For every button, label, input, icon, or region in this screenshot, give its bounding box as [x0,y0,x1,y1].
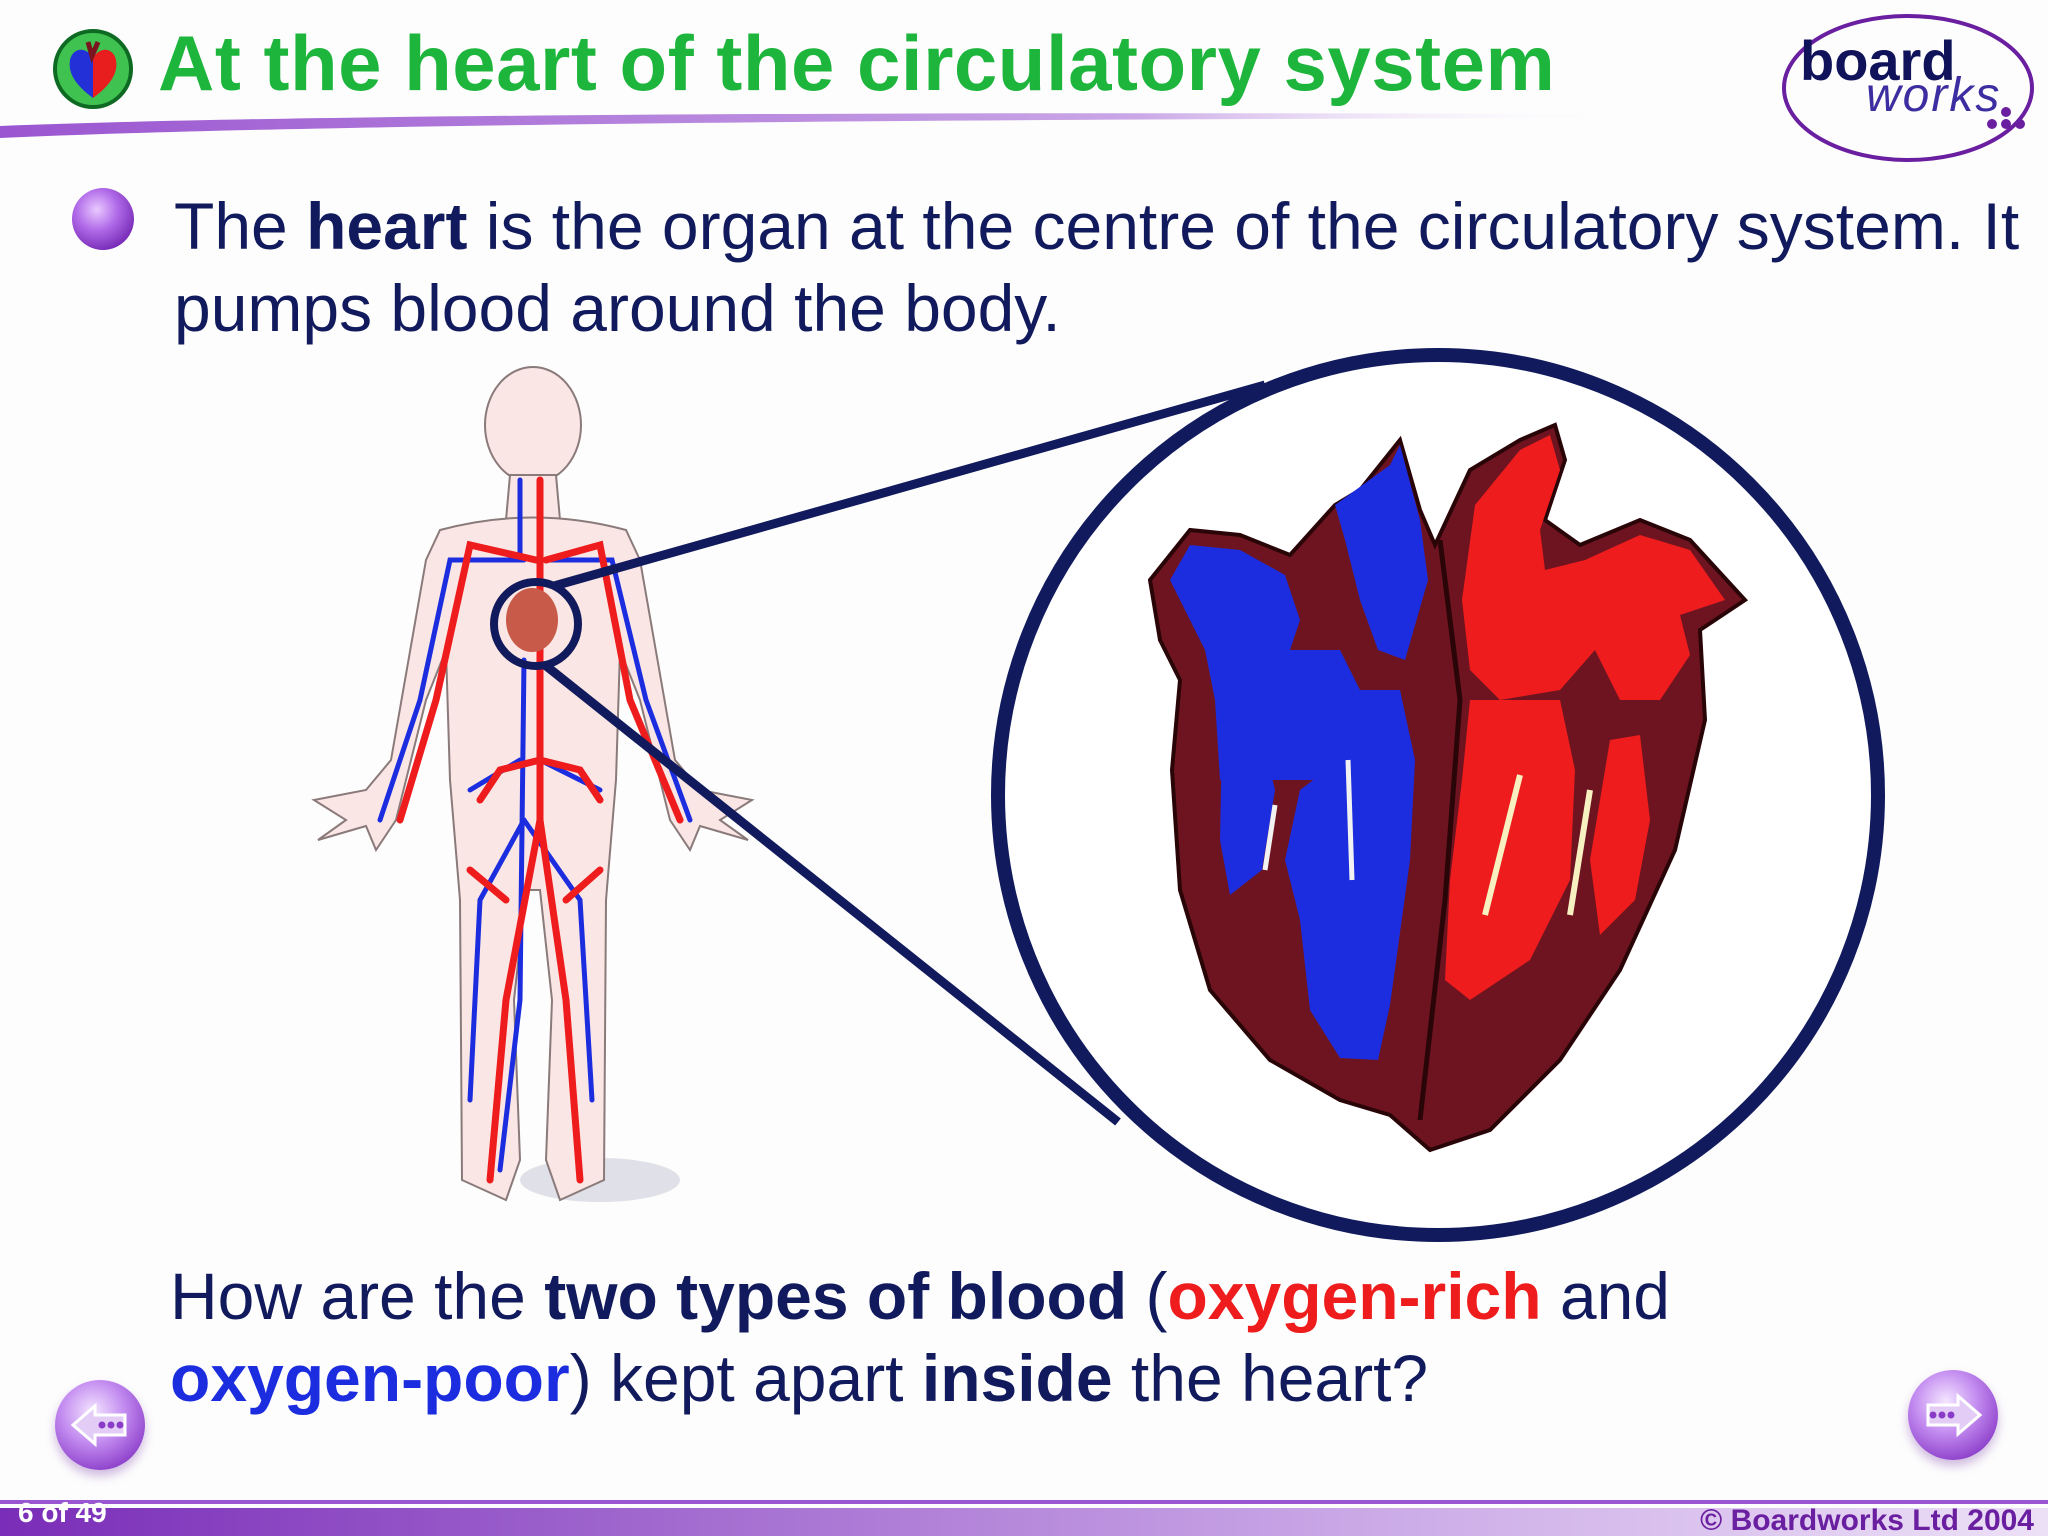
heart-cross-section [1147,422,1749,1153]
next-slide-button[interactable] [1908,1370,1998,1460]
zoom-source-circle [490,578,582,670]
previous-arrow-icon [70,1402,127,1448]
page-number: 6 of 49 [18,1497,107,1528]
next-arrow-icon [1926,1392,1983,1438]
copyright-text: © Boardworks Ltd 2004 [1700,1504,2034,1537]
page-title: At the heart of the circulatory system [158,19,1556,107]
boardworks-logo: board works [1770,6,2040,166]
previous-slide-button[interactable] [55,1380,145,1470]
human-body-figure [311,366,755,1202]
oxygen-rich-label: oxygen-rich [1167,1259,1542,1333]
title-underline [0,113,1620,138]
footer-bar [0,1500,2048,1536]
zoom-line-bottom [542,661,1121,1126]
arteries [396,476,684,1184]
logo-works-text: works [1866,69,2002,122]
heart-icon [53,29,133,109]
logo-board-text: board [1800,29,1956,92]
zoom-line-top [552,380,1267,591]
bullet-icon [72,188,134,250]
oxygen-poor-label: oxygen-poor [170,1341,570,1415]
question-text: How are the two types of blood (oxygen-r… [170,1259,1671,1415]
intro-text: The heart is the organ at the centre of … [174,189,2020,345]
